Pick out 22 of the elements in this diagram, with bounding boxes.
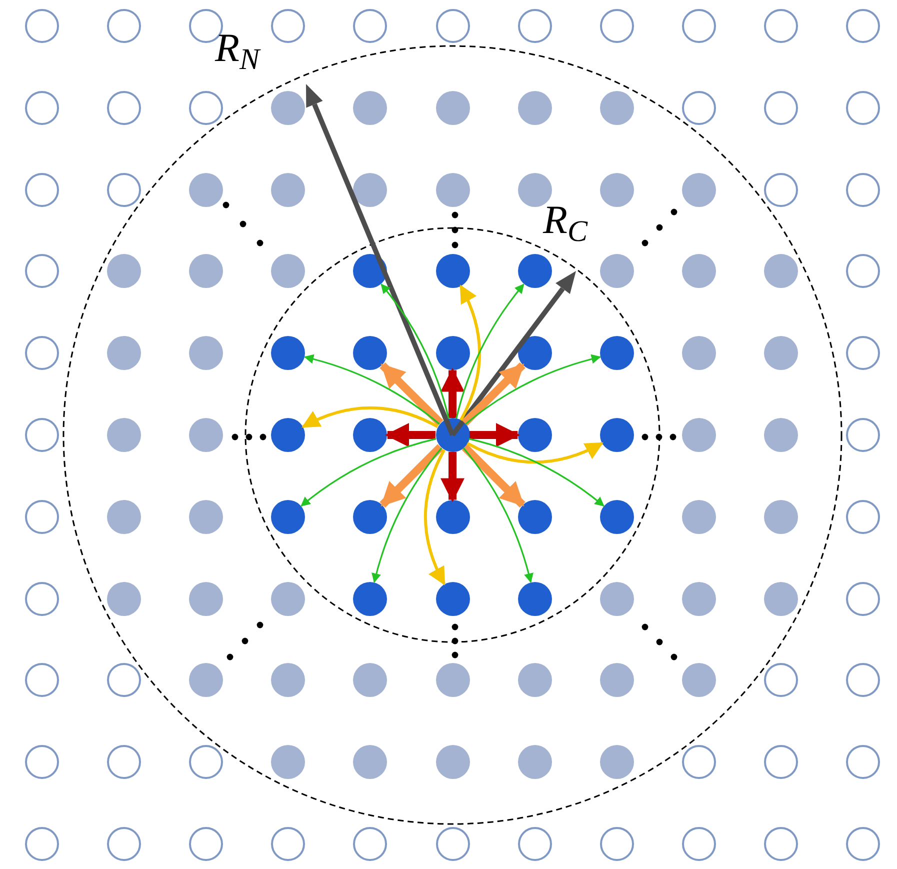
arrow [462, 444, 526, 508]
arrow [468, 438, 604, 506]
arrow [459, 284, 482, 421]
arrow [372, 448, 442, 583]
arrow [380, 444, 444, 508]
arrow [380, 284, 450, 419]
arrow [462, 448, 534, 583]
arrow [440, 452, 464, 502]
arrow [440, 368, 464, 418]
arrow [302, 406, 438, 428]
arrow [385, 423, 436, 447]
arrow [424, 449, 446, 586]
arrow [456, 284, 524, 419]
arrow [462, 362, 526, 426]
arrow [465, 354, 602, 425]
arrow [304, 354, 440, 425]
arrow [300, 438, 436, 506]
arrow [380, 362, 444, 426]
radius-label: R$_{C}$ [543, 200, 588, 240]
radius-label: R$_{N}$ [215, 28, 260, 68]
arrow [470, 423, 520, 447]
arrow [466, 442, 604, 464]
